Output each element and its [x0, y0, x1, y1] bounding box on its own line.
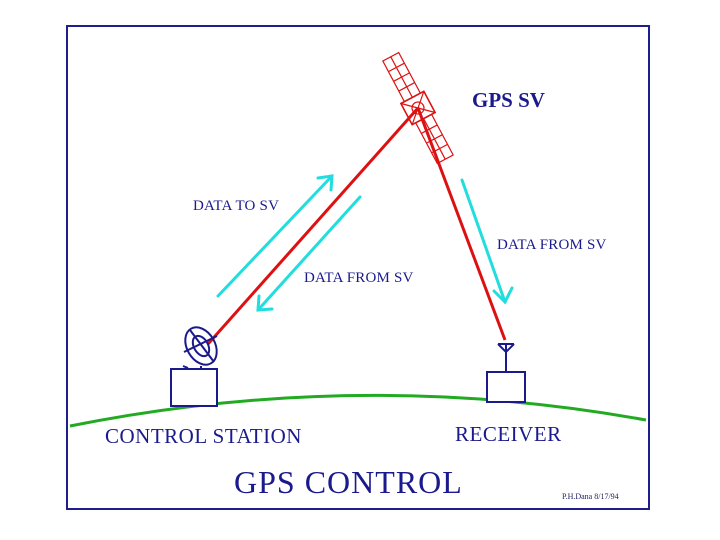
- downlink-receiver-label: DATA FROM SV: [497, 237, 607, 253]
- control-station-label: CONTROL STATION: [105, 424, 302, 448]
- antenna-icon: [497, 343, 515, 372]
- control-station-building: [170, 368, 218, 407]
- author-credit: P.H.Dana 8/17/94: [562, 492, 619, 501]
- signal-paths: [206, 107, 507, 345]
- diagram-frame: [66, 25, 650, 510]
- arrow-data-from-sv-to-station: [256, 195, 362, 312]
- downlink-signal-line: [416, 107, 507, 341]
- dish-antenna-icon: [182, 326, 218, 370]
- earth-horizon: [69, 393, 647, 428]
- arrow-data-to-sv: [216, 174, 334, 298]
- arrow-data-from-sv-to-receiver: [460, 178, 514, 305]
- satellite-label: GPS SV: [472, 88, 545, 112]
- diagram-title: GPS CONTROL: [234, 464, 463, 500]
- receiver-box: [486, 371, 526, 403]
- downlink-station-label: DATA FROM SV: [304, 270, 414, 286]
- uplink-label: DATA TO SV: [193, 198, 280, 214]
- satellite-icon: [382, 51, 454, 165]
- receiver-label: RECEIVER: [455, 422, 562, 446]
- data-flow-arrows: [216, 174, 514, 312]
- uplink-signal-line: [206, 107, 420, 345]
